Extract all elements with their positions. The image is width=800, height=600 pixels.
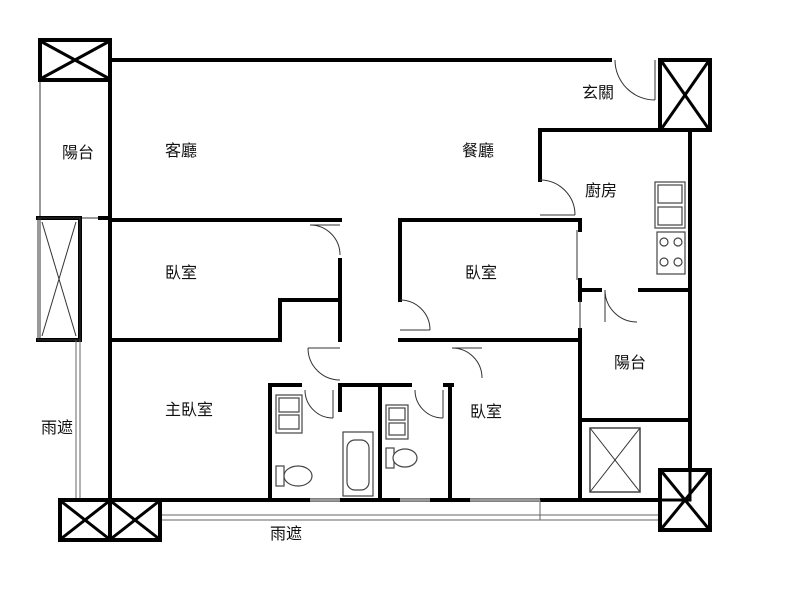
column-nw [38, 38, 112, 82]
stove-icon [656, 231, 686, 275]
duct-shaft [578, 418, 692, 502]
label-bedroom-nw: 臥室 [165, 263, 197, 282]
bathtub-icon [342, 431, 374, 497]
label-awning-south: 雨遮 [270, 524, 302, 543]
column-ne [658, 58, 712, 132]
kitchen-sink-icon [654, 181, 686, 229]
label-awning-west: 雨遮 [41, 418, 73, 437]
label-master-bedroom: 主臥室 [165, 400, 213, 419]
west-window [37, 216, 112, 341]
label-living-room: 客廳 [165, 141, 197, 160]
master-bath-toilet-icon [275, 465, 313, 487]
structural-columns [38, 38, 712, 542]
second-bath-toilet-icon [385, 447, 418, 469]
label-balcony-west: 陽台 [62, 143, 94, 162]
west-balcony [36, 79, 111, 342]
west-awning [75, 340, 81, 500]
column-sw-1 [58, 498, 112, 542]
south-awning [160, 500, 660, 521]
label-bedroom-center: 臥室 [465, 263, 497, 282]
label-balcony-east: 陽台 [614, 353, 646, 372]
column-sw-2 [108, 498, 162, 542]
door-swings [304, 59, 656, 419]
label-dining-room: 餐廳 [462, 141, 494, 160]
label-kitchen: 廚房 [585, 181, 617, 200]
label-entrance: 玄關 [582, 83, 614, 102]
interior-walls [108, 128, 692, 502]
second-bath-sink-icon [385, 404, 409, 440]
master-bath-sink-icon [275, 394, 303, 434]
label-bedroom-south: 臥室 [470, 402, 502, 421]
